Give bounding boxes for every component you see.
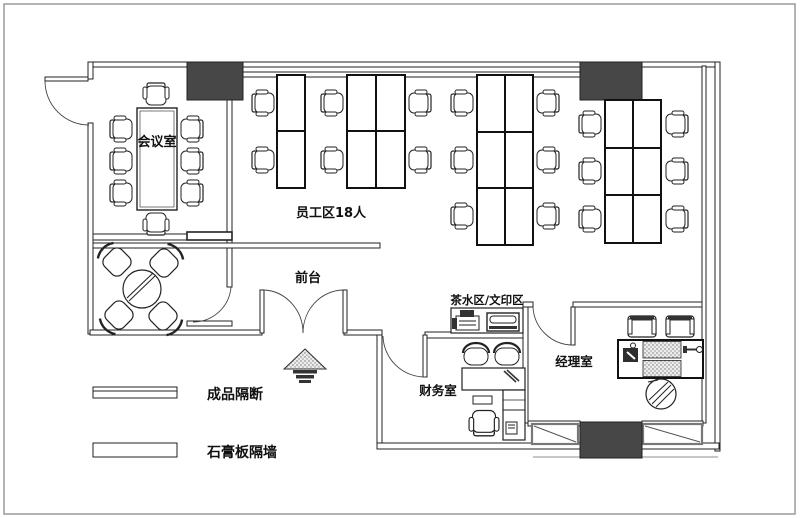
column-top-left: [186, 61, 244, 101]
wall-manager-north-stub: [522, 301, 534, 308]
phone-icon: [505, 421, 518, 435]
legend-label-finished-partition: 成品隔断: [207, 386, 263, 403]
columns: [186, 61, 643, 459]
page-border: [3, 3, 796, 515]
staff-area-label: 员工区18人: [296, 205, 367, 221]
manager-office: 经理室: [555, 315, 704, 410]
manager-label: 经理室: [555, 354, 593, 369]
entrance-arrow: [282, 348, 328, 383]
copier-icon: [486, 312, 520, 332]
lounge-area: [93, 238, 188, 340]
doors: [44, 76, 576, 378]
wall-finance-west: [376, 334, 383, 444]
fax-machine-icon: [452, 310, 480, 331]
door-main-entrance: [259, 289, 348, 334]
conference-room-label: 会议室: [137, 134, 176, 150]
wall-manager-north: [572, 301, 704, 308]
legend-symbol-gypsum-wall: [92, 442, 178, 458]
wall-right-outer: [714, 61, 721, 452]
wall-conference-bottom-thick: [186, 231, 233, 241]
finance-desk: [461, 367, 526, 391]
tea-print-area: 茶水区/文印区: [449, 293, 524, 334]
legend-symbol-finished-partition: [92, 386, 178, 399]
workstation-desks: [276, 74, 662, 246]
tea-print-label: 茶水区/文印区: [449, 293, 524, 307]
door-exterior-left: [44, 76, 90, 126]
desk-phone-icon: [683, 346, 703, 353]
pen-icon: [503, 370, 517, 383]
door-manager: [532, 306, 576, 346]
reception-area: 前台: [282, 270, 328, 383]
conference-room: 会议室: [109, 82, 204, 236]
conference-table: [136, 107, 178, 211]
legend: 成品隔断 石膏板隔墙: [92, 386, 277, 461]
legend-label-gypsum-wall: 石膏板隔墙: [206, 444, 277, 461]
executive-chair: [645, 378, 677, 410]
monitor-icon: [623, 342, 638, 362]
reception-label: 前台: [295, 270, 321, 286]
wall-right-inner: [701, 65, 707, 424]
keyboard-tray: [472, 395, 493, 405]
column-top-right: [579, 61, 643, 101]
finance-office: 财务室: [418, 341, 526, 441]
door-lounge: [186, 286, 233, 327]
staff-area: 员工区18人: [251, 74, 689, 246]
windows: [530, 422, 704, 446]
wall-reception-partition: [92, 242, 381, 249]
column-bottom: [579, 421, 643, 459]
wall-left-upper: [87, 61, 94, 80]
wall-bottom-entry-right: [343, 329, 383, 336]
wall-left: [87, 122, 94, 335]
finance-label: 财务室: [418, 383, 457, 398]
door-finance: [382, 334, 428, 378]
